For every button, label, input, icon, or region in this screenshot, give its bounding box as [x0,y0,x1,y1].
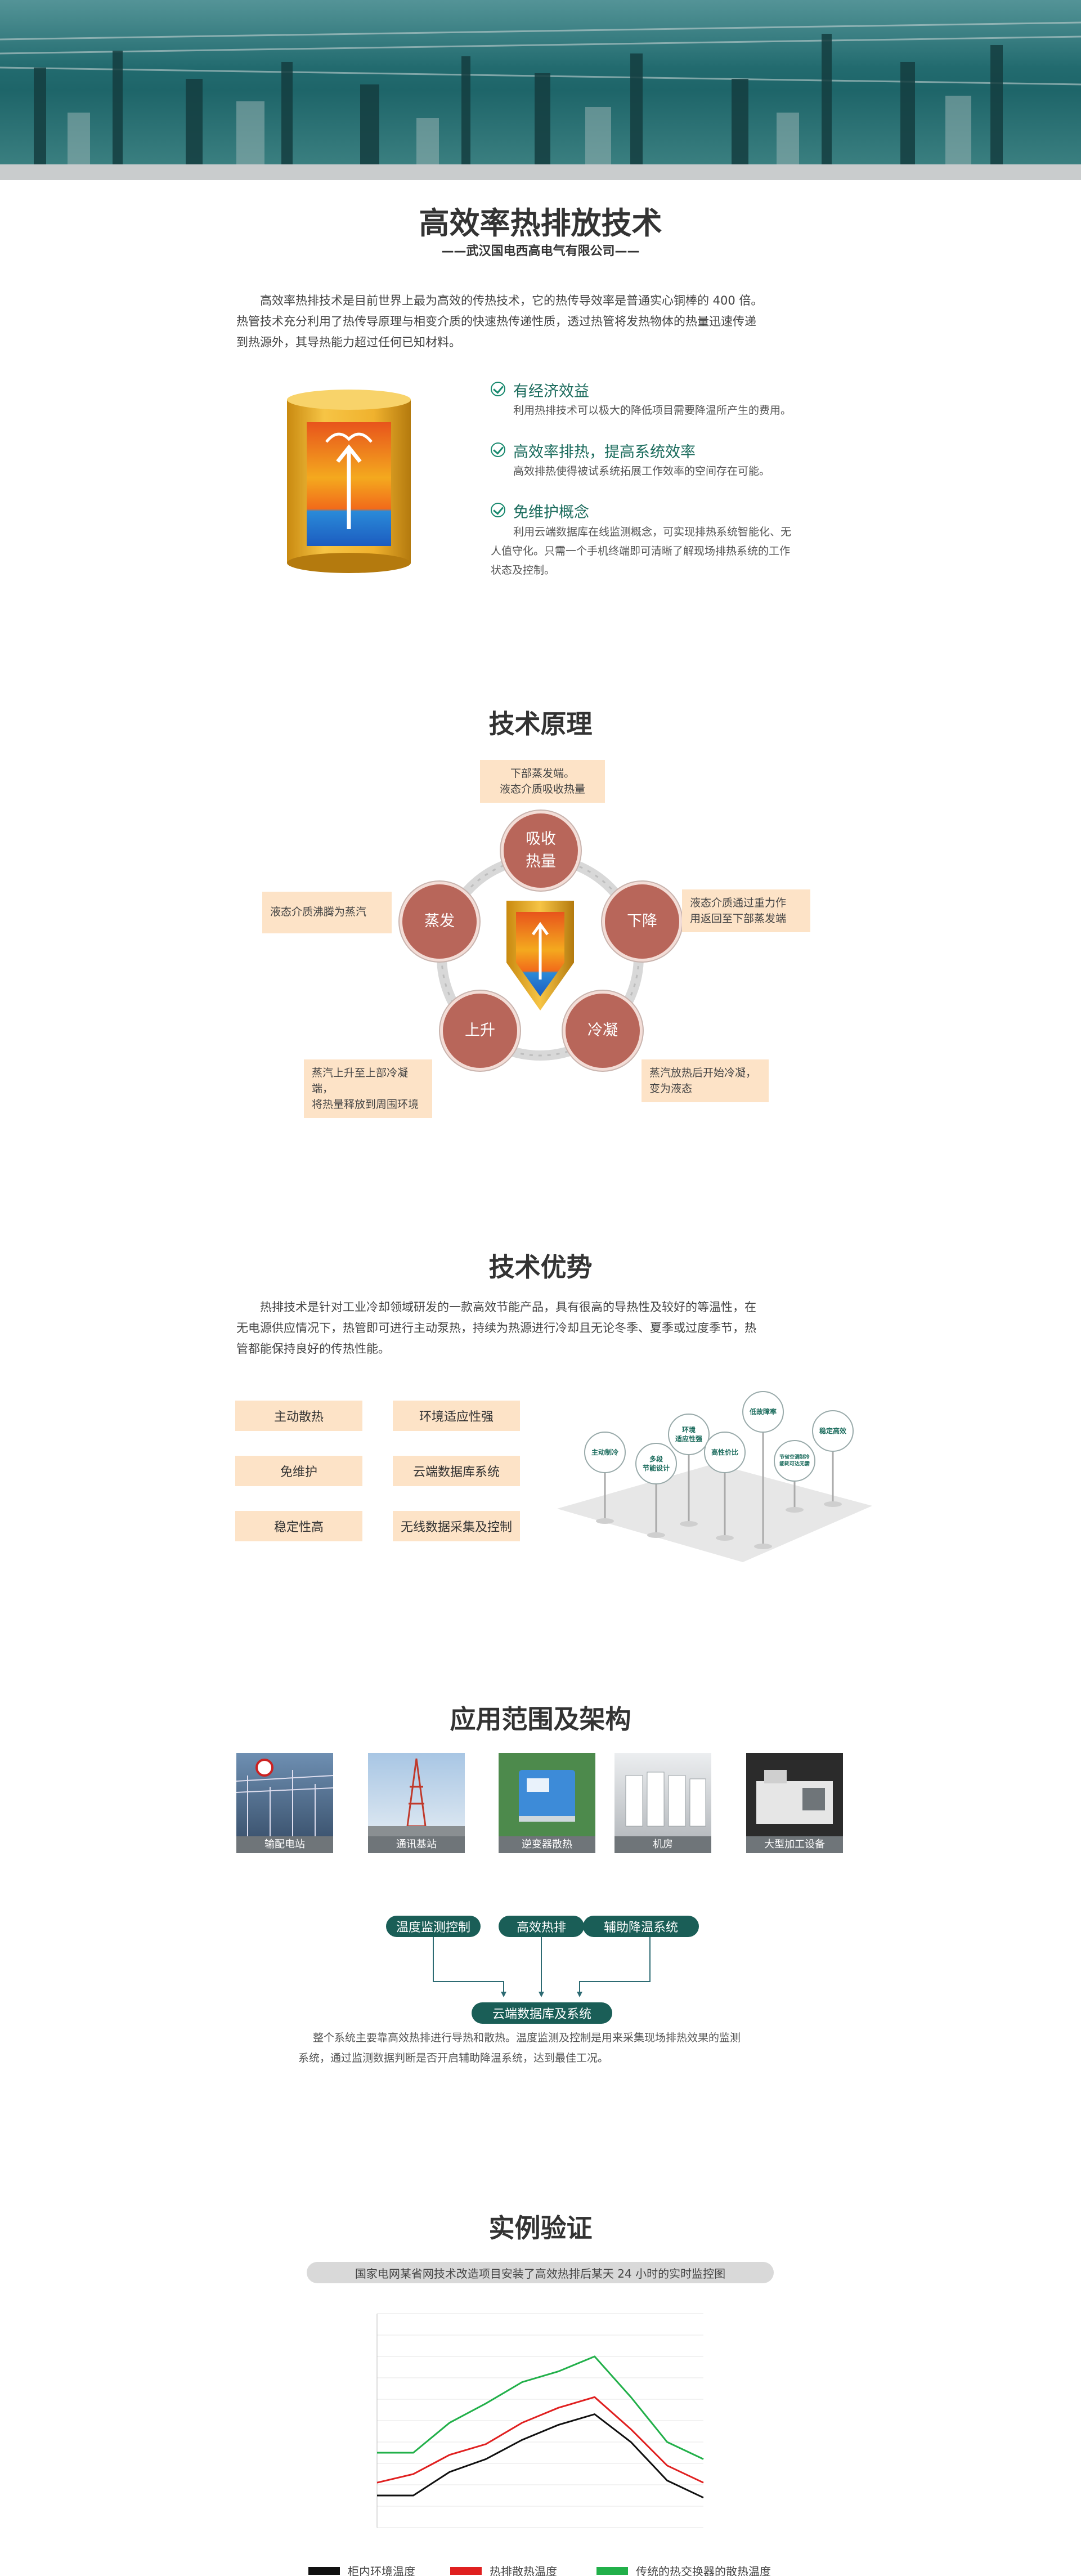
circle-descend: 下降 [602,882,682,961]
adv-line-3: 管都能保持良好的传热性能。 [236,1342,390,1356]
series-traditional-line [377,2355,704,2460]
legend-traditional-temp: 传统的热交换器的散热温度 [636,2565,771,2576]
legend-swatch-black [308,2567,340,2575]
adv-cloud-database: 云端数据库系统 [393,1456,520,1486]
intro-line-2: 热管技术充分利用了热传导原理与相变介质的快速热传递性质，透过热管将发热物体的热量… [236,315,756,328]
pill-efficient-heat-pipe: 高效热排 [499,1916,584,1937]
check-icon [491,503,505,517]
section-title-verification: 实例验证 [488,2213,593,2243]
note-right: 液态介质通过重力作用返回至下部蒸发端 [682,889,810,932]
pill-auxiliary-cooling: 辅助降温系统 [583,1916,699,1937]
adv-stability: 稳定性高 [235,1511,362,1541]
feature-desc-3b: 人值守化。只需一个手机终端即可清晰了解现场排热系统的工作 [491,545,791,557]
heat-pipe-center-icon [504,895,577,1013]
intro-line-1: 高效率热排技术是目前世界上最为高效的传热技术，它的热传导效率是普通实心铜棒的 4… [260,294,763,307]
pin-stable-efficient: 稳定高效 [812,1410,854,1452]
legend-cabinet-temp: 柜内环境温度 [348,2565,415,2576]
hero-divider [0,164,1081,180]
pin-low-failure: 低故障率 [742,1391,784,1433]
circle-condense: 冷凝 [563,991,643,1071]
architecture-desc-1: 整个系统主要靠高效热排进行导热和散热。温度监测及控制是用来采集现场排热效果的监测 [313,2032,741,2044]
temperature-line-chart [376,2313,704,2528]
hero-banner [0,0,1081,164]
tile-server-room: 机房 [614,1753,711,1853]
chart-caption: 国家电网某省网技术改造项目安装了高效热排后某天 24 小时的实时监控图 [307,2262,774,2283]
feature-desc-3c: 状态及控制。 [491,564,555,576]
feature-title-3: 免维护概念 [513,504,589,521]
architecture-connectors [433,1937,651,1997]
circle-rise: 上升 [440,991,520,1071]
adv-maintenance-free: 免维护 [235,1456,362,1486]
company-subtitle: ——武汉国电西高电气有限公司—— [441,244,640,258]
section-title-heat: 高效率热排放技术 [419,205,662,241]
check-icon [491,382,505,396]
section-title-application: 应用范围及架构 [450,1704,631,1734]
legend-swatch-green [596,2567,628,2575]
intro-line-3: 到热源外，其导热能力超过任何已知材料。 [236,336,461,349]
architecture-desc-2: 系统，通过监测数据判断是否开启辅助降温系统，达到最佳工况。 [298,2052,609,2064]
tile-machining-equipment: 大型加工设备 [746,1753,843,1853]
feature-desc-2: 高效排热使得被试系统拓展工作效率的空间存在可能。 [513,465,770,477]
series-cabinet-line [377,2413,704,2499]
heat-pipe-illustration [281,388,416,574]
feature-desc-3a: 利用云端数据库在线监测概念，可实现排热系统智能化、无 [513,526,792,538]
adv-line-2: 无电源供应情况下，热管即可进行主动泵热，持续为热源进行冷却且无论冬季、夏季或过度… [236,1321,756,1335]
tile-inverter-cooling: 逆变器散热 [499,1753,595,1853]
note-bottom-left: 蒸汽上升至上部冷凝端，将热量释放到周围环境 [304,1059,432,1118]
advantages-pin-illustration: 主动制冷 多段 节能设计 环境 适应性强 高性价比 低故障率 节省空调制冷 能耗… [557,1368,872,1571]
section-title-advantage: 技术优势 [488,1252,593,1282]
pill-temperature-monitoring: 温度监测控制 [386,1916,481,1937]
feature-title-1: 有经济效益 [513,383,589,400]
adv-wireless-control: 无线数据采集及控制 [393,1511,520,1541]
note-left: 液态介质沸腾为蒸汽 [262,892,392,933]
adv-line-1: 热排技术是针对工业冷却领域研发的一款高效节能产品，具有很高的导热性及较好的等温性… [260,1300,756,1314]
legend-heatpipe-temp: 热排散热温度 [490,2565,557,2576]
pin-energy-saving: 节省空调制冷 能耗可达无需 [774,1440,815,1482]
feature-desc-1: 利用热排技术可以极大的降低项目需要降温所产生的费用。 [513,404,792,417]
pin-active-cooling: 主动制冷 [584,1432,626,1473]
note-bottom-right: 蒸汽放热后开始冷凝，变为液态 [642,1059,769,1102]
adv-adaptability: 环境适应性强 [393,1401,520,1431]
circle-absorb-heat: 吸收 热量 [501,811,581,891]
pill-cloud-database: 云端数据库及系统 [472,2002,612,2024]
feature-title-2: 高效率排热，提高系统效率 [513,444,696,461]
pin-cost-effective: 高性价比 [704,1432,746,1473]
check-icon [491,442,505,457]
adv-active-cooling: 主动散热 [235,1401,362,1431]
section-title-principle: 技术原理 [488,709,593,739]
note-top: 下部蒸发端。液态介质吸收热量 [480,760,605,803]
series-heatpipe-line [376,2396,704,2484]
tile-substation: 输配电站 [236,1753,334,1853]
legend-swatch-red [450,2567,482,2575]
pin-multi-stage: 多段 节能设计 [635,1443,677,1484]
circle-evaporate: 蒸发 [400,882,479,961]
tile-telecom-station: 通讯基站 [368,1753,465,1853]
pin-adaptability: 环境 适应性强 [668,1414,710,1455]
